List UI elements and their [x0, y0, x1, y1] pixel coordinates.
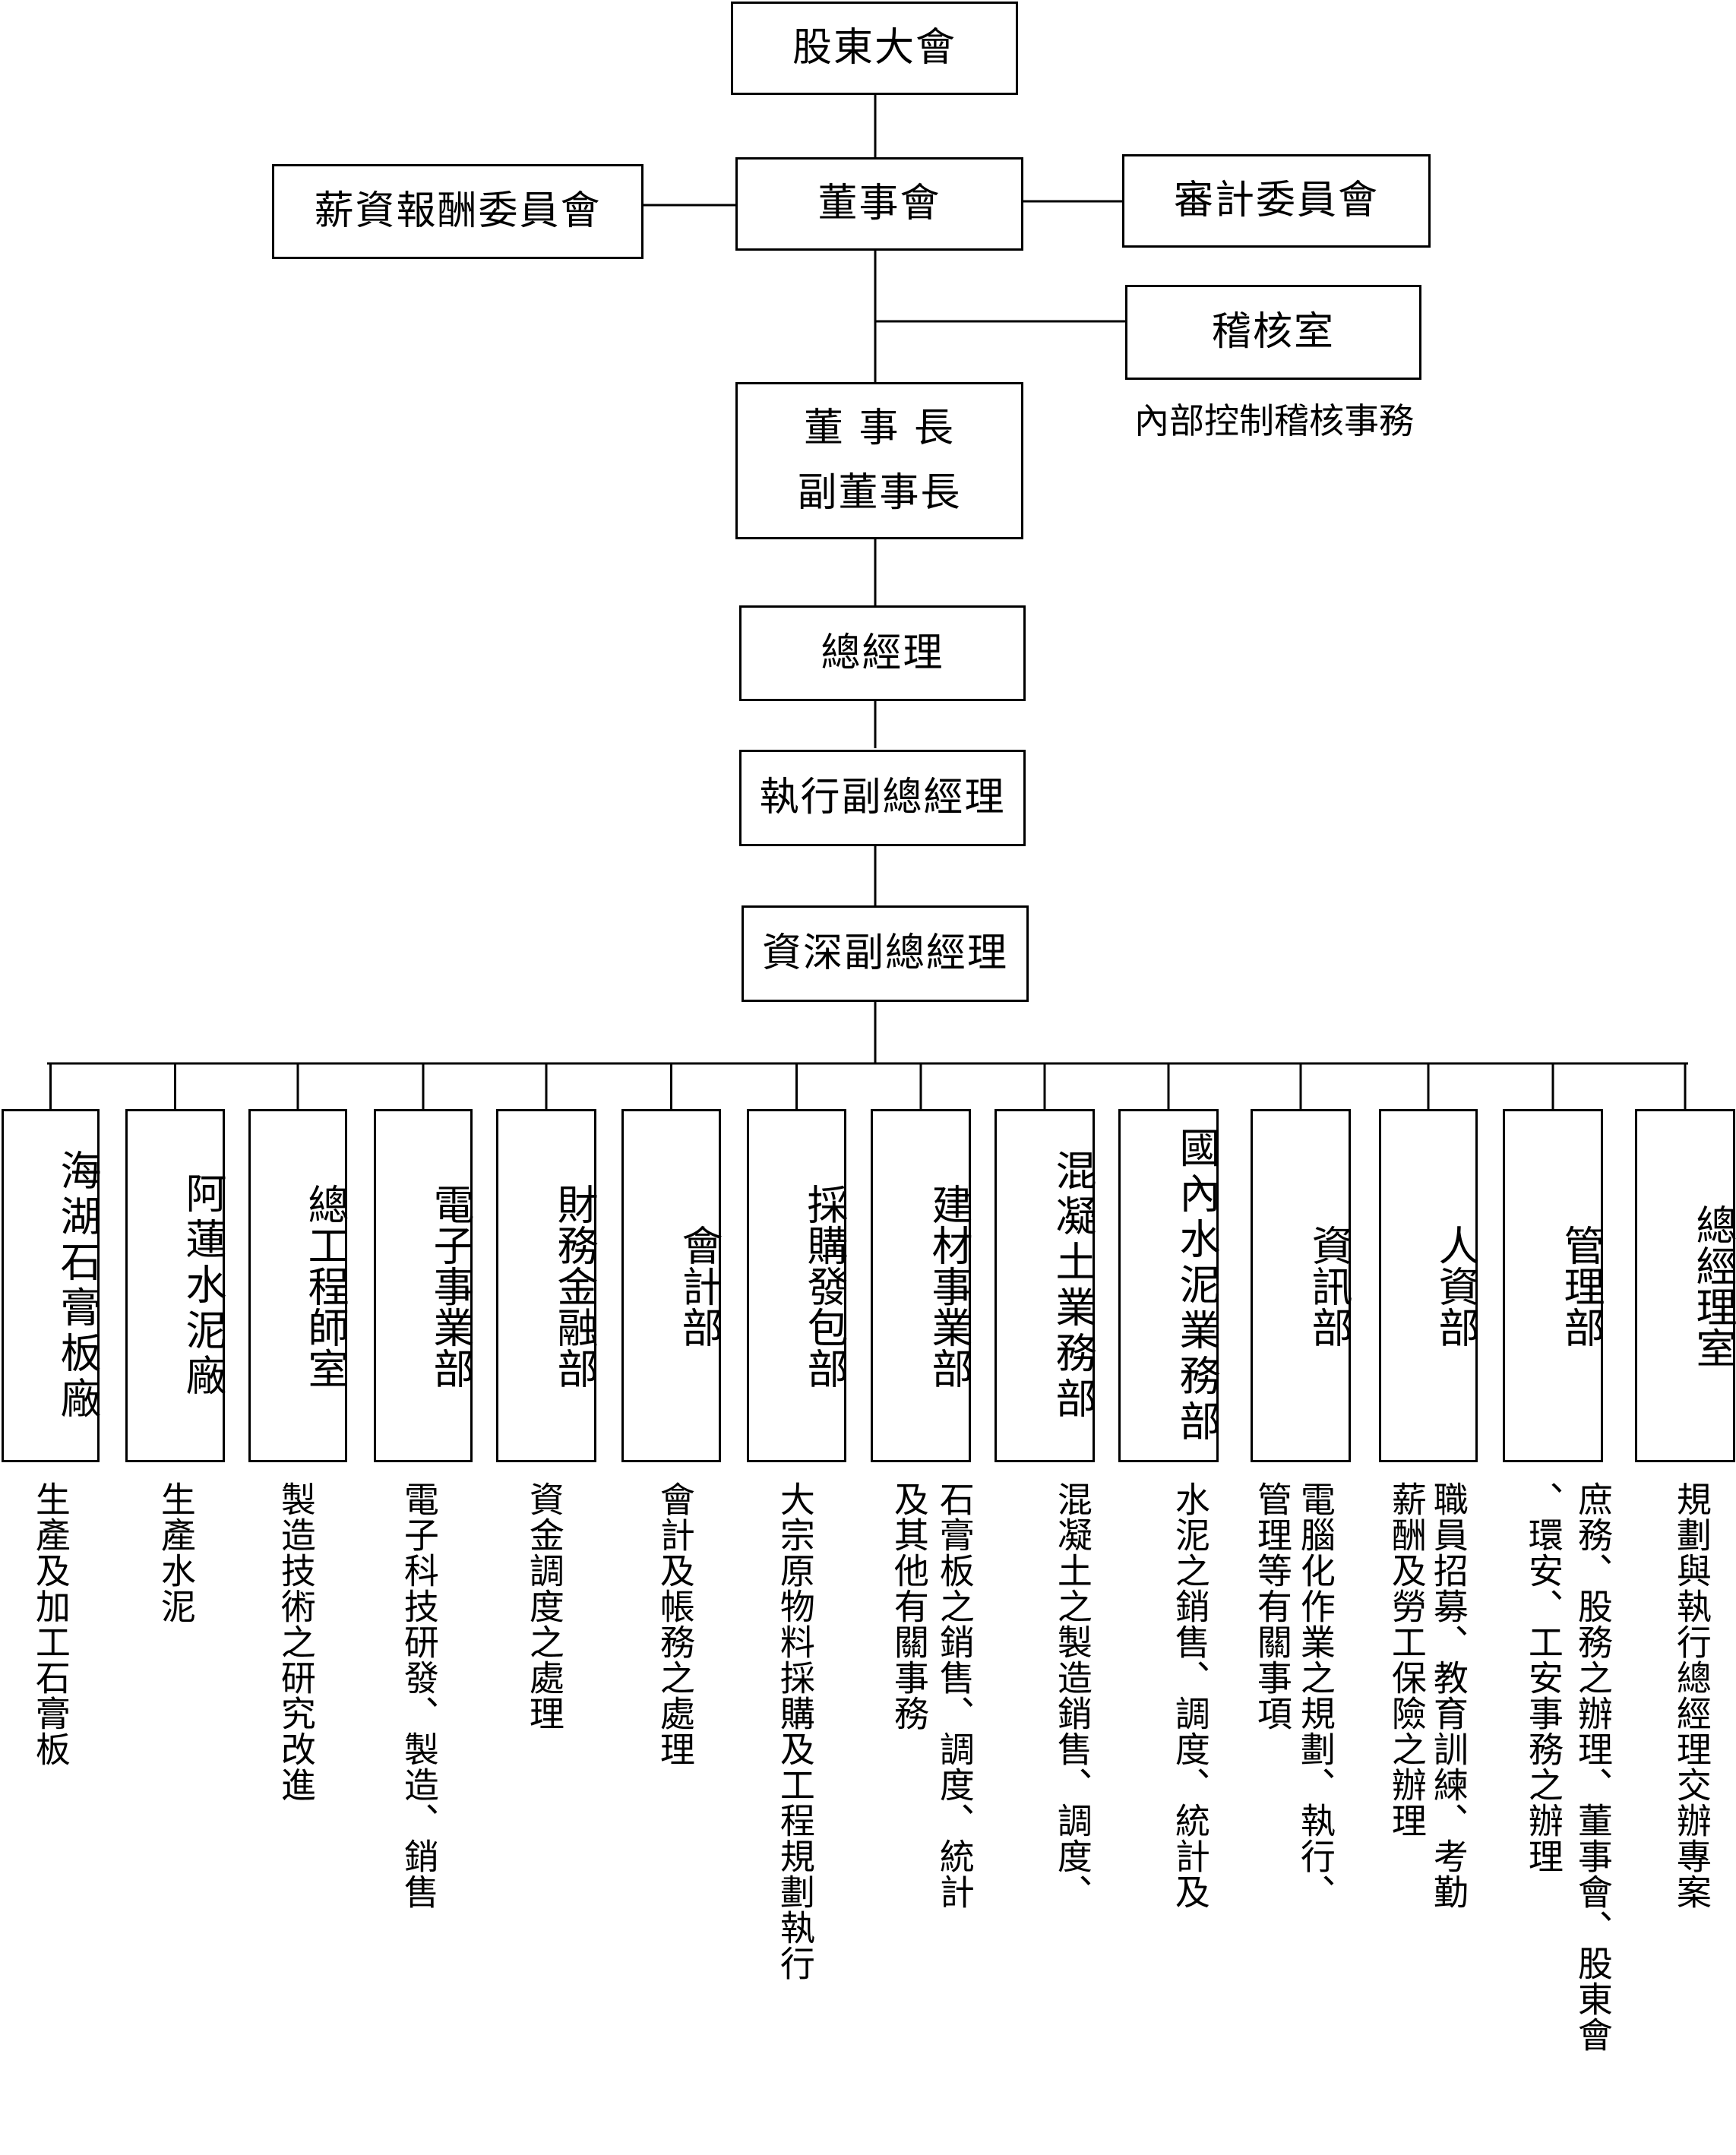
department-box: 海湖石膏板廠 [2, 1109, 101, 1462]
department-description: 電腦化作業之規劃、執行、 [1295, 1481, 1336, 1910]
department-description: 規劃與執行總經理交辦專案 [1671, 1481, 1712, 1910]
executive-vp-box: 執行副總經理 [739, 750, 1026, 846]
department-box: 財務金融部 [496, 1109, 598, 1462]
department-name: 阿蓮水泥廠 [179, 1171, 226, 1400]
department-name: 混凝土業務部 [1048, 1149, 1096, 1423]
department-box: 總工程師室 [248, 1109, 349, 1462]
department-name: 採購發包部 [800, 1183, 848, 1389]
department-box: 混凝土業務部 [994, 1109, 1096, 1462]
department-description: 製造技術之研究改進 [275, 1481, 317, 1803]
department-description: 庶務、股務之辦理、董事會、股東會 [1572, 1481, 1614, 2052]
department-name: 會計部 [675, 1224, 723, 1348]
department-name: 人資部 [1431, 1224, 1479, 1348]
department-description: 及其他有關事務 [888, 1481, 930, 1731]
department-description: 、環安、工安事務之辦理 [1523, 1481, 1564, 1874]
department-name: 電子事業部 [426, 1183, 474, 1389]
department-box: 建材事業部 [871, 1109, 972, 1462]
department-description: 管理等有關事項 [1251, 1481, 1293, 1731]
department-description: 電子科技研發、製造、銷售 [398, 1481, 440, 1910]
department-box: 國內水泥業務部 [1118, 1109, 1220, 1462]
president-box: 總經理 [739, 605, 1026, 701]
chairman-box: 董 事 長 副董事長 [735, 382, 1023, 539]
president-label: 總經理 [821, 630, 944, 676]
department-box: 採購發包部 [747, 1109, 848, 1462]
chairman-label: 董 事 長 [803, 406, 956, 452]
board-of-directors-label: 董事會 [817, 181, 941, 227]
department-description: 資金調度之處理 [523, 1481, 565, 1731]
department-description: 會計及帳務之處理 [654, 1481, 696, 1767]
department-name: 國內水泥業務部 [1172, 1126, 1220, 1446]
department-box: 總經理室 [1635, 1109, 1736, 1462]
department-name: 資訊部 [1304, 1224, 1352, 1348]
audit-office-box: 稽核室 [1125, 285, 1421, 380]
department-box: 資訊部 [1251, 1109, 1352, 1462]
department-description: 職員招募、教育訓練、考勤 [1428, 1481, 1469, 1910]
department-name: 海湖石膏板廠 [53, 1149, 101, 1423]
shareholders-meeting-label: 股東大會 [792, 25, 957, 71]
department-description: 薪酬及勞工保險之辦理 [1386, 1481, 1428, 1838]
department-description: 水泥之銷售、調度、統計及 [1169, 1481, 1211, 1910]
department-name: 財務金融部 [550, 1183, 598, 1389]
department-name: 建材事業部 [925, 1183, 972, 1389]
vice-chairman-label: 副董事長 [797, 469, 962, 516]
department-box: 人資部 [1379, 1109, 1479, 1462]
audit-committee-label: 審計委員會 [1173, 178, 1379, 224]
department-name: 總工程師室 [301, 1183, 349, 1389]
audit-office-description: 內部控制稽核事務 [1134, 400, 1414, 441]
senior-vp-box: 資深副總經理 [742, 905, 1029, 1002]
department-description: 混凝土之製造銷售、調度、 [1051, 1481, 1093, 1910]
department-description: 大宗原物料採購及工程規劃執行 [774, 1481, 816, 1981]
department-description: 生產水泥 [155, 1481, 197, 1624]
department-box: 電子事業部 [374, 1109, 474, 1462]
department-name: 管理部 [1557, 1224, 1605, 1348]
audit-office-label: 稽核室 [1211, 309, 1335, 355]
board-of-directors-box: 董事會 [735, 157, 1023, 251]
senior-vp-label: 資深副總經理 [761, 931, 1008, 977]
shareholders-meeting-box: 股東大會 [731, 2, 1018, 95]
department-name: 總經理室 [1689, 1203, 1736, 1368]
compensation-committee-box: 薪資報酬委員會 [272, 164, 643, 259]
department-box: 管理部 [1503, 1109, 1605, 1462]
department-description: 生產及加工石膏板 [30, 1481, 71, 1767]
executive-vp-label: 執行副總經理 [759, 775, 1006, 821]
department-description: 石膏板之銷售、調度、統計 [934, 1481, 976, 1910]
compensation-committee-label: 薪資報酬委員會 [314, 188, 602, 235]
audit-committee-box: 審計委員會 [1122, 154, 1431, 248]
department-box: 會計部 [621, 1109, 723, 1462]
department-box: 阿蓮水泥廠 [125, 1109, 226, 1462]
